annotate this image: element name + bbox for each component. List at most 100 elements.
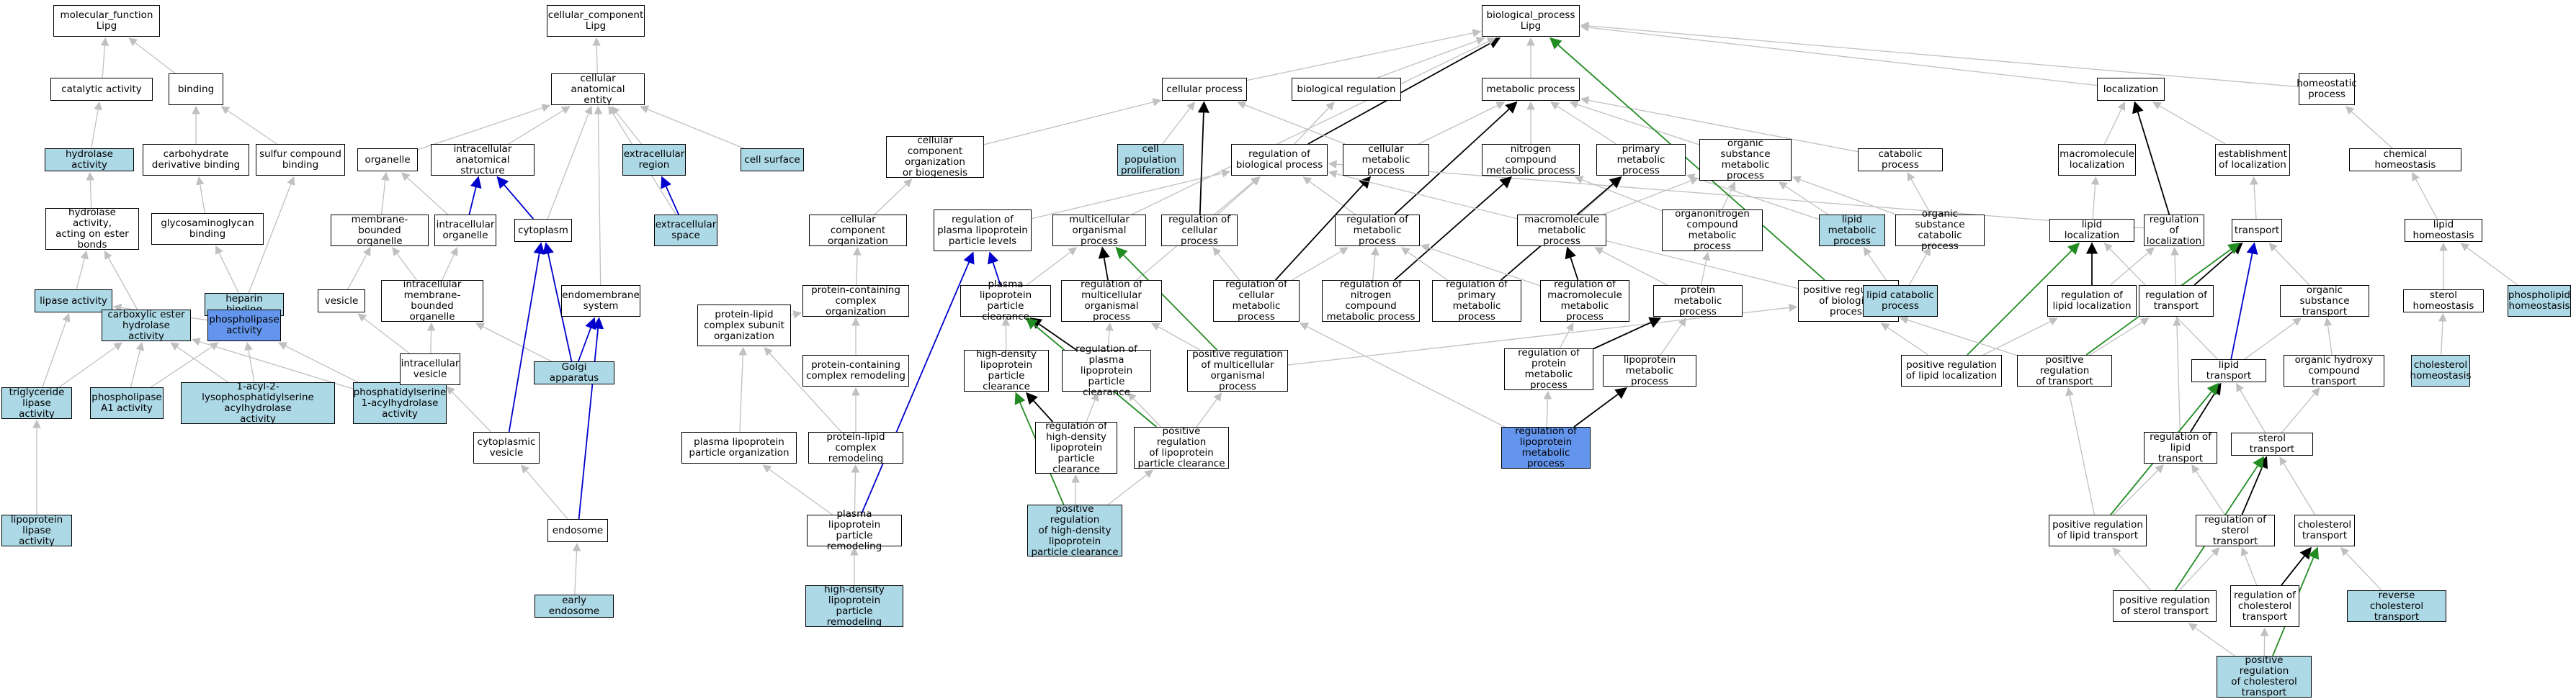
term-node-liptransport[interactable]: lipid transport <box>2191 359 2266 382</box>
term-node-hdlrem[interactable]: high-density lipoprotein particle remode… <box>805 585 903 628</box>
term-node-ohctransport[interactable]: organic hydroxy compound transport <box>2284 354 2384 387</box>
term-node-homeoproc[interactable]: homeostatic process <box>2297 73 2357 105</box>
term-node-pccorg[interactable]: protein-containing complex organization <box>802 284 909 317</box>
term-node-regsterolt[interactable]: regulation of sterol transport <box>2196 514 2275 546</box>
term-node-phospholiphomeo[interactable]: phospholipid homeostasis <box>2508 285 2571 317</box>
term-node-hydrolase[interactable]: hydrolase activity <box>45 148 134 171</box>
term-node-sterolhomeo[interactable]: sterol homeostasis <box>2403 289 2484 312</box>
term-node-posregliptransport[interactable]: positive regulation of lipid transport <box>2049 515 2147 546</box>
term-node-ccorg[interactable]: cellular component organization <box>809 214 907 246</box>
term-node-intorg[interactable]: intracellular organelle <box>434 215 496 246</box>
term-node-primmet[interactable]: primary metabolic process <box>1596 143 1686 176</box>
term-node-cellpop[interactable]: cell population proliferation <box>1117 143 1184 176</box>
term-node-extreg[interactable]: extracellular region <box>622 144 686 176</box>
term-node-localization[interactable]: localization <box>2097 78 2165 101</box>
term-node-regprimmet[interactable]: regulation of primary metabolic process <box>1432 279 1521 323</box>
term-node-reghdlpc[interactable]: regulation of high-density lipoprotein p… <box>1035 420 1117 474</box>
term-node-endomem[interactable]: endomembrane system <box>561 285 640 317</box>
term-node-carboxyl[interactable]: carboxylic ester hydrolase activity <box>102 309 191 341</box>
term-node-plcsub[interactable]: protein-lipid complex subunit organizati… <box>697 305 791 346</box>
term-node-carbderiv[interactable]: carbohydrate derivative binding <box>143 144 249 176</box>
term-node-mf[interactable]: molecular_function Lipg <box>53 5 160 37</box>
term-node-reglipoprotmet[interactable]: regulation of lipoprotein metabolic proc… <box>1501 426 1591 469</box>
term-node-mbo[interactable]: membrane-bounded organelle <box>331 214 429 246</box>
term-node-posregmulti[interactable]: positive regulation of multicellular org… <box>1187 349 1288 392</box>
term-node-extspace[interactable]: extracellular space <box>654 215 717 246</box>
term-node-lipcat[interactable]: lipid catabolic process <box>1863 285 1938 317</box>
term-node-hdlpc[interactable]: high-density lipoprotein particle cleara… <box>964 349 1049 392</box>
term-node-catalytic[interactable]: catalytic activity <box>50 78 153 101</box>
term-node-cellproc[interactable]: cellular process <box>1162 78 1247 101</box>
term-node-hydroester[interactable]: hydrolase activity, acting on ester bond… <box>45 207 139 251</box>
term-node-regcholt[interactable]: regulation of cholesterol transport <box>2230 585 2299 627</box>
term-node-regprotmet[interactable]: regulation of protein metabolic process <box>1504 348 1593 391</box>
term-node-organelle[interactable]: organelle <box>357 148 418 171</box>
term-node-plpc[interactable]: plasma lipoprotein particle clearance <box>960 279 1051 323</box>
term-node-cytoplasm[interactable]: cytoplasm <box>514 219 572 242</box>
term-node-golgi[interactable]: Golgi apparatus <box>534 361 614 384</box>
term-node-regplpc[interactable]: regulation of plasma lipoprotein particl… <box>1062 343 1151 397</box>
term-node-catab[interactable]: catabolic process <box>1858 148 1943 171</box>
term-node-estloc[interactable]: establishment of localization <box>2215 144 2290 176</box>
term-node-posregcholt[interactable]: positive regulation of cholesterol trans… <box>2217 655 2312 698</box>
term-node-regtransport[interactable]: regulation of transport <box>2139 285 2214 317</box>
term-node-regmultiorg[interactable]: regulation of multicellular organismal p… <box>1061 279 1162 323</box>
term-node-vesicle[interactable]: vesicle <box>318 289 365 312</box>
term-node-metproc[interactable]: metabolic process <box>1482 78 1580 101</box>
term-node-lipase[interactable]: lipase activity <box>35 289 112 312</box>
term-node-bioreg[interactable]: biological regulation <box>1292 78 1401 101</box>
term-node-lipoprotmet[interactable]: lipoprotein metabolic process <box>1603 354 1696 387</box>
term-node-chemhomeo[interactable]: chemical homeostasis <box>2349 148 2461 171</box>
term-node-cc[interactable]: cellular_component Lipg <box>547 5 645 37</box>
term-node-posregliploc[interactable]: positive regulation of lipid localizatio… <box>1901 355 2002 387</box>
term-node-ccob[interactable]: cellular component organization or bioge… <box>886 135 984 179</box>
term-node-ias[interactable]: intracellular anatomical structure <box>431 143 535 176</box>
term-node-regbp[interactable]: regulation of biological process <box>1231 144 1328 176</box>
term-node-cholt[interactable]: cholesterol transport <box>2294 515 2355 546</box>
term-node-cellmet[interactable]: cellular metabolic process <box>1343 143 1429 176</box>
term-node-regloc[interactable]: regulation of localization <box>2144 214 2204 246</box>
term-node-posregplpc[interactable]: positive regulation of lipoprotein parti… <box>1134 426 1229 469</box>
term-node-osmp[interactable]: organic substance metabolic process <box>1699 138 1792 181</box>
term-node-posregtransport[interactable]: positive regulation of transport <box>2017 354 2112 387</box>
term-node-oscat[interactable]: organic substance catabolic process <box>1895 209 1985 252</box>
term-node-endosome[interactable]: endosome <box>547 519 608 542</box>
term-node-osubtransport[interactable]: organic substance transport <box>2280 284 2369 317</box>
term-node-revchol[interactable]: reverse cholesterol transport <box>2347 590 2446 622</box>
term-node-protmet[interactable]: protein metabolic process <box>1653 284 1743 317</box>
term-node-bp[interactable]: biological_process Lipg <box>1482 5 1580 37</box>
term-node-lipmet[interactable]: lipid metabolic process <box>1819 214 1885 246</box>
term-node-transport[interactable]: transport <box>2232 219 2282 242</box>
term-node-cellsurf[interactable]: cell surface <box>741 148 804 171</box>
term-node-pla1[interactable]: phospholipase A1 activity <box>90 387 164 419</box>
term-node-regcellproc[interactable]: regulation of cellular process <box>1161 214 1238 246</box>
term-node-pcrem[interactable]: protein-containing complex remodeling <box>802 355 909 387</box>
term-node-triglyceride[interactable]: triglyceride lipase activity <box>1 387 72 419</box>
term-node-multiorg[interactable]: multicellular organismal process <box>1052 214 1146 246</box>
term-node-cholhomeo[interactable]: cholesterol homeostasis <box>2410 355 2471 387</box>
term-node-binding[interactable]: binding <box>169 73 223 105</box>
term-node-regmacromet[interactable]: regulation of macromolecule metabolic pr… <box>1540 279 1629 323</box>
term-node-regliptransport[interactable]: regulation of lipid transport <box>2144 431 2217 464</box>
term-node-oncmp[interactable]: organonitrogen compound metabolic proces… <box>1662 209 1763 252</box>
term-node-earlyendo[interactable]: early endosome <box>535 595 614 618</box>
term-node-regcellmet[interactable]: regulation of cellular metabolic process <box>1213 279 1300 323</box>
term-node-macromet[interactable]: macromolecule metabolic process <box>1517 214 1606 246</box>
term-node-pserine[interactable]: phosphatidylserine 1-acylhydrolase activ… <box>353 382 447 424</box>
term-node-lipoprotlipase[interactable]: lipoprotein lipase activity <box>1 514 72 546</box>
term-node-posreghdlpc[interactable]: positive regulation of high-density lipo… <box>1027 503 1122 557</box>
term-node-regmet[interactable]: regulation of metabolic process <box>1335 214 1420 246</box>
term-node-imbo[interactable]: intracellular membrane-bounded organelle <box>381 279 483 323</box>
term-node-plcrem[interactable]: protein-lipid complex remodeling <box>808 431 903 464</box>
term-node-cytves[interactable]: cytoplasmic vesicle <box>473 432 540 464</box>
term-node-ncmp[interactable]: nitrogen compound metabolic process <box>1482 143 1580 176</box>
term-node-intves[interactable]: intracellular vesicle <box>400 353 460 385</box>
term-node-sulfur[interactable]: sulfur compound binding <box>256 144 345 176</box>
term-node-plprem[interactable]: plasma lipoprotein particle remodeling <box>807 509 902 552</box>
term-node-macroloc[interactable]: macromolecule localization <box>2058 144 2136 176</box>
term-node-glycos[interactable]: glycosaminoglycan binding <box>151 213 264 245</box>
term-node-posregsterolt[interactable]: positive regulation of sterol transport <box>2113 590 2217 622</box>
term-node-regplpl[interactable]: regulation of plasma lipoprotein particl… <box>934 209 1032 251</box>
term-node-phospholipase[interactable]: phospholipase activity <box>207 310 281 341</box>
term-node-regncmp[interactable]: regulation of nitrogen compound metaboli… <box>1322 279 1420 323</box>
